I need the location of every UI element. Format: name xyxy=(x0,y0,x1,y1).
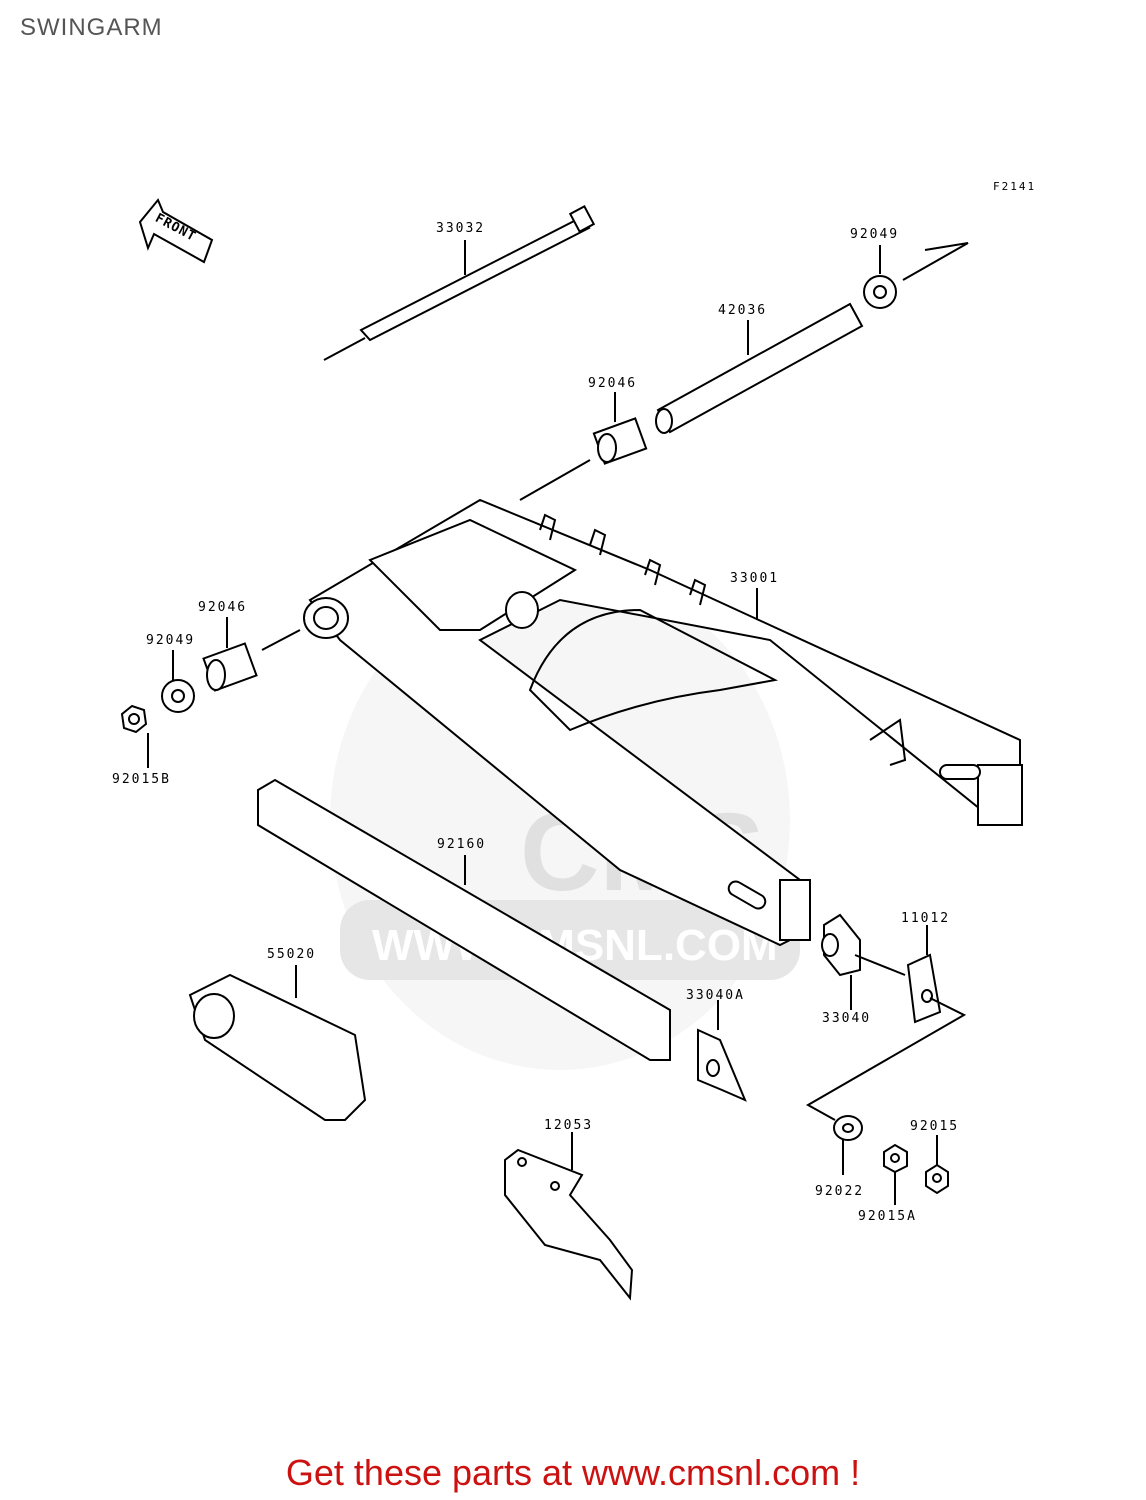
figure-code: F2141 xyxy=(993,180,1036,193)
part-label: 33040 xyxy=(822,1011,871,1026)
part-label: 92015B xyxy=(112,772,171,787)
part-labels: 33032 92049 42036 92046 33001 92046 9204… xyxy=(112,221,959,1224)
parts-diagram: CMS WWW.CMSNL.COM F2141 FRONT xyxy=(112,180,1036,1301)
part-label: 92015 xyxy=(910,1119,959,1134)
part-label: 33001 xyxy=(730,571,779,586)
part-label: 92049 xyxy=(850,227,899,242)
footer-link[interactable]: Get these parts at www.cmsnl.com ! xyxy=(285,1452,861,1493)
collar-upper xyxy=(863,242,969,309)
washer xyxy=(833,1115,863,1175)
chain-adjuster-left xyxy=(697,1000,747,1102)
sleeve xyxy=(655,302,864,434)
part-label: 33032 xyxy=(436,221,485,236)
part-label: 92046 xyxy=(198,600,247,615)
pivot-shaft xyxy=(323,205,596,361)
part-label: 92160 xyxy=(437,837,486,852)
page-title: SWINGARM xyxy=(20,14,163,41)
chain-case xyxy=(188,965,367,1121)
part-label: 55020 xyxy=(267,947,316,962)
bearing-upper xyxy=(519,392,648,501)
part-label: 33040A xyxy=(686,988,745,1003)
part-label: 92046 xyxy=(588,376,637,391)
swingarm xyxy=(303,498,1023,947)
collar-lower xyxy=(161,650,195,713)
nut-a xyxy=(883,1143,908,1205)
adjuster-plate xyxy=(805,925,967,1121)
part-label: 92049 xyxy=(146,633,195,648)
front-arrow-icon: FRONT xyxy=(138,198,214,264)
chain-guide xyxy=(257,778,671,1061)
chain-adjuster-right xyxy=(821,913,906,1010)
part-label: 92022 xyxy=(815,1184,864,1199)
bearing-lower xyxy=(202,617,301,692)
part-label: 12053 xyxy=(544,1118,593,1133)
part-label: 42036 xyxy=(718,303,767,318)
nut-lower xyxy=(120,704,149,768)
chain-guard xyxy=(504,1132,634,1301)
part-label: 92015A xyxy=(858,1209,917,1224)
part-label: 11012 xyxy=(901,911,950,926)
nut-b xyxy=(925,1135,949,1195)
